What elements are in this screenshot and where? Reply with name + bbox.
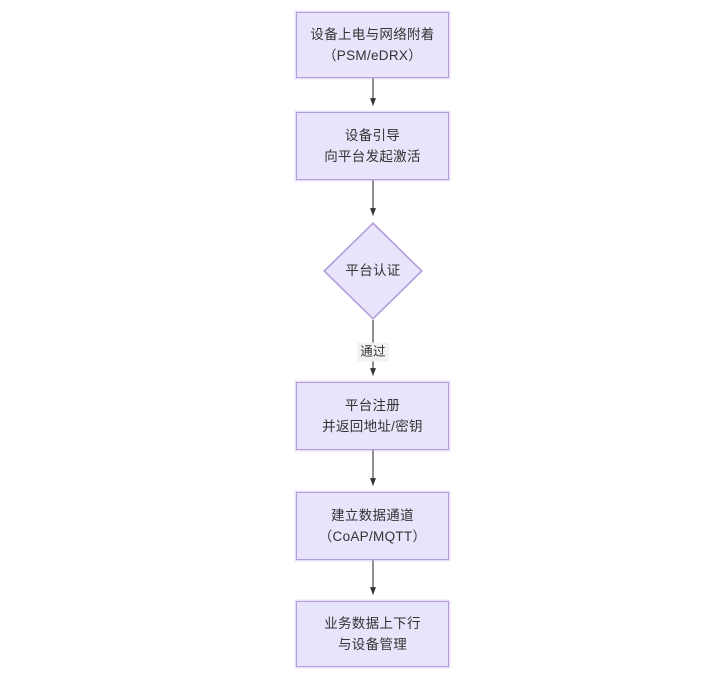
node-label-line: 设备引导 (344, 128, 401, 143)
node-label-line: 向平台发起激活 (324, 149, 421, 164)
node-label-line: 建立数据通道 (331, 508, 414, 523)
edge-label-pass: 通过 (357, 342, 389, 362)
node-label-line: 并返回地址/密钥 (322, 419, 423, 434)
node-device-power-on[interactable]: 设备上电与网络附着 （PSM/eDRX） (296, 12, 449, 78)
diamond-shape (323, 222, 423, 320)
node-label-line: 平台认证 (345, 263, 401, 278)
node-label-line: 设备上电与网络附着 (310, 27, 435, 42)
node-platform-authentication[interactable]: 平台认证 (323, 222, 423, 320)
node-business-data-and-device-management[interactable]: 业务数据上下行 与设备管理 (296, 601, 449, 667)
node-label-line: 与设备管理 (338, 637, 407, 652)
node-label-line: 平台注册 (344, 398, 401, 413)
node-label-line: （PSM/eDRX） (322, 48, 423, 63)
node-establish-data-channel[interactable]: 建立数据通道 （CoAP/MQTT） (296, 492, 449, 560)
node-device-bootstrap[interactable]: 设备引导 向平台发起激活 (296, 112, 449, 180)
node-label-line: （CoAP/MQTT） (318, 529, 427, 544)
node-label-line: 业务数据上下行 (324, 616, 421, 631)
node-platform-registration[interactable]: 平台注册 并返回地址/密钥 (296, 382, 449, 450)
